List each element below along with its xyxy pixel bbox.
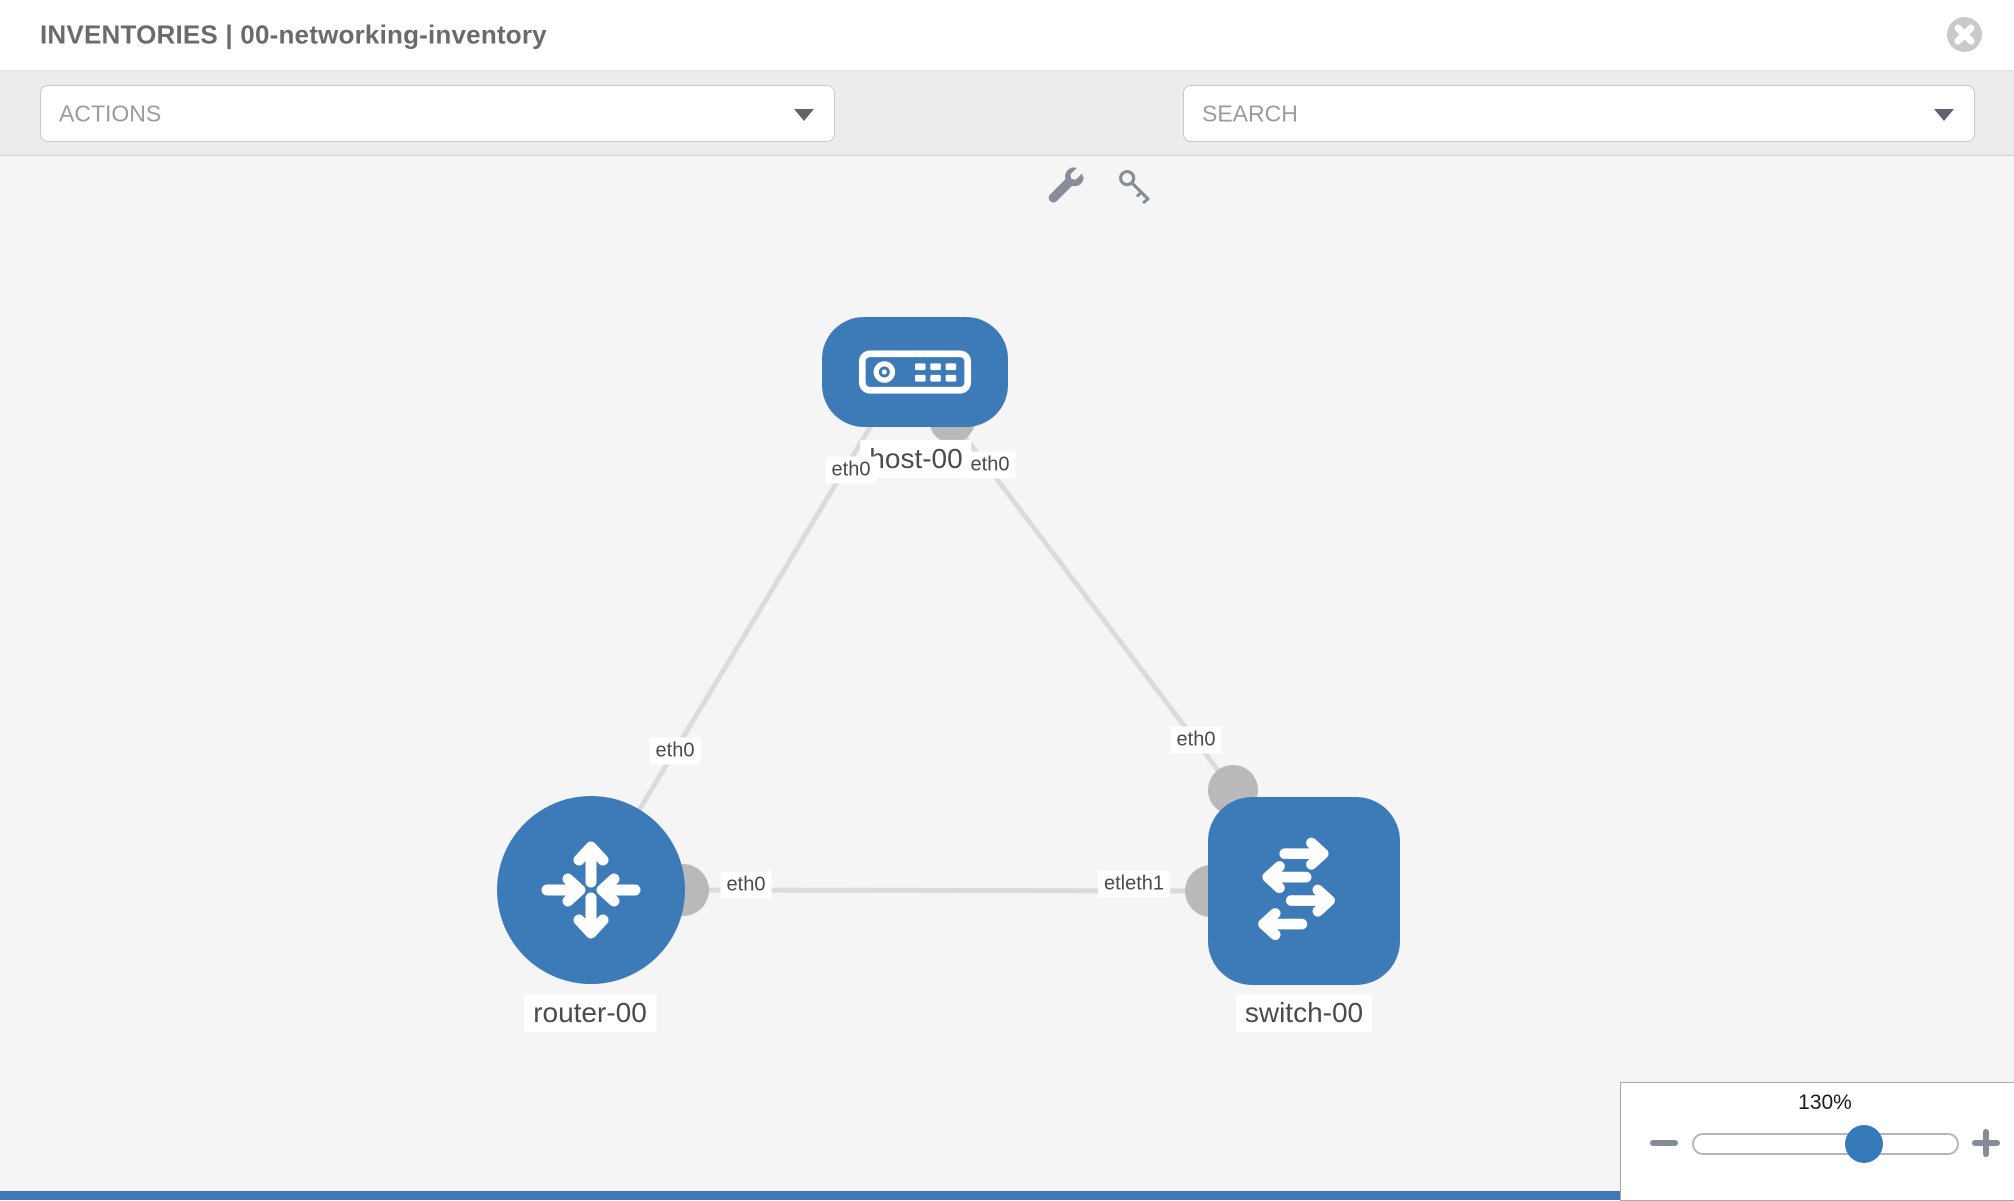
search-dropdown[interactable]: SEARCH bbox=[1183, 85, 1975, 142]
header: INVENTORIES | 00-networking-inventory bbox=[0, 0, 2014, 71]
interface-label-router-eth0-up: eth0 bbox=[649, 737, 701, 765]
links-layer bbox=[588, 397, 1258, 917]
footer-bar bbox=[0, 1191, 1629, 1200]
switch-icon bbox=[1258, 837, 1335, 941]
wrench-icon bbox=[1048, 167, 1084, 203]
node-switch[interactable] bbox=[1208, 797, 1400, 985]
close-icon bbox=[1954, 24, 1975, 45]
zoom-in-plus-icon[interactable] bbox=[1972, 1129, 2000, 1157]
node-host[interactable] bbox=[822, 317, 1008, 427]
node-router[interactable] bbox=[497, 796, 685, 984]
interface-label-switch-eth0: eth0 bbox=[1170, 726, 1222, 754]
actions-dropdown-label: ACTIONS bbox=[59, 100, 162, 126]
toolbar: ACTIONS SEARCH bbox=[0, 71, 2014, 204]
search-dropdown-label: SEARCH bbox=[1202, 100, 1298, 126]
key-button[interactable] bbox=[1116, 167, 1154, 205]
node-label-switch: switch-00 bbox=[1235, 993, 1373, 1033]
chevron-down-icon bbox=[794, 108, 814, 121]
close-button[interactable] bbox=[1947, 17, 1982, 52]
actions-dropdown[interactable]: ACTIONS bbox=[40, 85, 835, 142]
router-icon bbox=[541, 841, 641, 939]
zoom-panel: 130% bbox=[1620, 1082, 2014, 1201]
zoom-slider-track[interactable] bbox=[1692, 1133, 1959, 1155]
node-label-host: host-00 bbox=[860, 439, 972, 479]
page-title: INVENTORIES | 00-networking-inventory bbox=[40, 19, 547, 50]
wrench-button[interactable] bbox=[1046, 167, 1084, 205]
interface-label-switch-eth1: etleth1 bbox=[1097, 870, 1171, 898]
interface-label-host-eth0-right: eth0 bbox=[964, 451, 1016, 479]
zoom-slider-thumb[interactable] bbox=[1845, 1125, 1883, 1163]
host-icon bbox=[858, 350, 972, 394]
zoom-value: 130% bbox=[1798, 1091, 1852, 1114]
chevron-down-icon bbox=[1934, 108, 1954, 121]
interface-label-router-eth0-right: eth0 bbox=[720, 871, 772, 899]
topology-canvas[interactable]: host-00 router-00 switch-00 eth0 eth0 et… bbox=[0, 156, 2014, 1200]
key-icon bbox=[1119, 170, 1150, 204]
interface-label-host-eth0-left: eth0 bbox=[825, 456, 877, 484]
node-label-router: router-00 bbox=[524, 993, 656, 1033]
zoom-out-minus-icon[interactable] bbox=[1650, 1140, 1678, 1146]
